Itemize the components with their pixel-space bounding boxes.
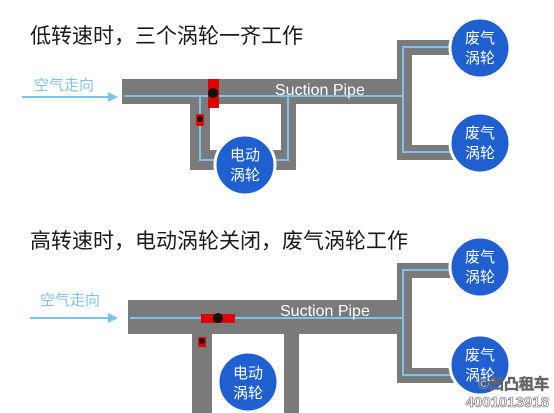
exhaust-turbo-top-label-line2: 涡轮 <box>465 268 495 286</box>
airflow-path <box>130 269 457 376</box>
bypass-valve <box>198 313 235 347</box>
airflow-label: 空气走向 <box>40 291 100 309</box>
exhaust-turbo-top: 废气 涡轮 <box>448 235 512 299</box>
suction-pipe-label: Suction Pipe <box>275 82 365 99</box>
electric-turbo: 电动 涡轮 <box>216 350 280 413</box>
watermark-brand: ©凹凸租车 <box>478 375 549 393</box>
airflow-arrow <box>22 92 118 102</box>
electric-turbo-label-line2: 涡轮 <box>233 384 263 402</box>
electric-turbo-label-line2: 涡轮 <box>230 166 260 184</box>
suction-pipe-label: Suction Pipe <box>280 303 370 320</box>
airflow-label: 空气走向 <box>34 76 94 94</box>
electric-turbo-label-line1: 电动 <box>230 146 260 164</box>
exhaust-turbo-bottom-label-line1: 废气 <box>465 124 495 142</box>
exhaust-turbo-bottom-label-line2: 涡轮 <box>465 144 495 162</box>
watermark: ©凹凸租车 4001013918 <box>465 375 549 412</box>
exhaust-turbo-bottom: 废气 涡轮 <box>448 111 512 175</box>
exhaust-turbo-bottom: 废气 涡轮 <box>448 333 512 397</box>
scene-low-rpm: 低转速时，三个涡轮一齐工作 空气走向 <box>22 16 512 197</box>
exhaust-turbo-top-label-line1: 废气 <box>465 248 495 266</box>
scene-caption: 高转速时，电动涡轮关闭，废气涡轮工作 <box>30 229 408 253</box>
electric-turbo-label-line1: 电动 <box>233 364 263 382</box>
intake-pipe <box>128 263 459 413</box>
airflow-arrow <box>30 313 118 323</box>
exhaust-turbo-top: 废气 涡轮 <box>448 16 512 80</box>
bypass-valve <box>196 79 219 126</box>
scene-caption: 低转速时，三个涡轮一齐工作 <box>30 24 303 48</box>
electric-turbo: 电动 涡轮 <box>213 133 277 197</box>
exhaust-turbo-bottom-label-line1: 废气 <box>465 346 495 364</box>
watermark-phone: 4001013918 <box>466 394 549 411</box>
intake-pipe <box>122 40 459 170</box>
exhaust-turbo-top-label-line2: 涡轮 <box>465 49 495 67</box>
scene-high-rpm: 高转速时，电动涡轮关闭，废气涡轮工作 空气走向 <box>30 229 512 413</box>
exhaust-turbo-bottom-label-line2: 涡轮 <box>465 366 495 384</box>
exhaust-turbo-top-label-line1: 废气 <box>465 29 495 47</box>
